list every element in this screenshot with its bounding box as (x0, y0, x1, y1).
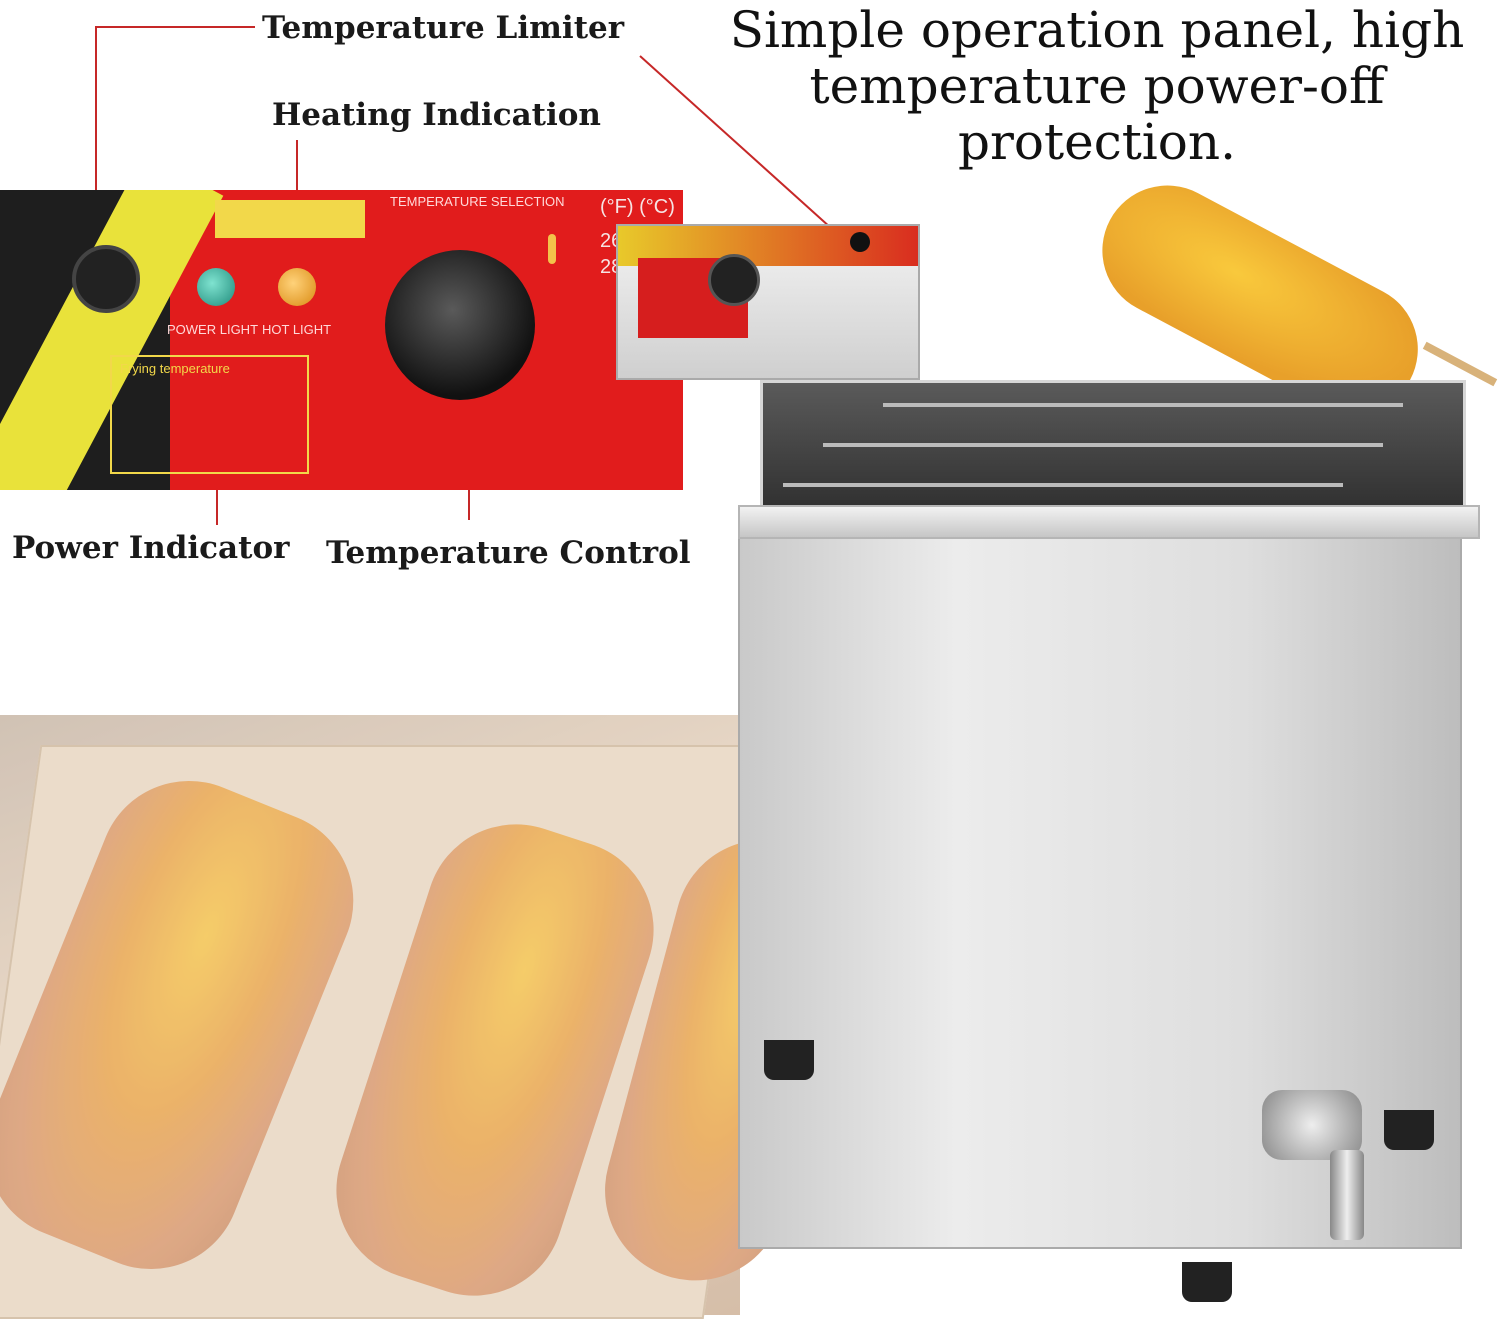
skewer-rack-3 (783, 483, 1343, 487)
headline: Simple operation panel, high temperature… (712, 2, 1482, 170)
skewer-rack-2 (823, 443, 1383, 447)
frying-temperature-table: Frying temperature (110, 355, 309, 474)
power-light-label: POWER LIGHT (167, 322, 259, 337)
temperature-unit-header: (°F) (°C) (600, 196, 675, 218)
fryer-limiter-knob[interactable] (850, 232, 870, 252)
frying-temperature-title: Frying temperature (120, 361, 230, 376)
leader-line-limiter-v (95, 26, 97, 256)
temperature-selection-title: TEMPERATURE SELECTION (390, 194, 565, 209)
temperature-control-label: Temperature Control (326, 535, 691, 571)
temperature-limiter-knob[interactable] (72, 245, 140, 313)
fryer-control-box (616, 224, 920, 380)
warning-sticker (215, 200, 365, 238)
drain-tap[interactable] (1262, 1090, 1362, 1160)
heating-indication-label: Heating Indication (272, 97, 601, 133)
headline-line-1: Simple operation panel, high (729, 1, 1465, 59)
headline-line-2: temperature power-off (809, 57, 1385, 115)
fryer-oil-tank (760, 380, 1466, 526)
fryer-foot-front (1182, 1262, 1232, 1302)
control-panel-closeup: TEMPERATURE SELECTION (°F) (°C) 266 130 … (0, 190, 683, 490)
power-light-lamp (197, 268, 235, 306)
headline-line-3: protection. (958, 113, 1236, 171)
temperature-control-knob[interactable] (385, 250, 535, 400)
hot-light-lamp (278, 268, 316, 306)
food-tray-photo (0, 715, 876, 1320)
fryer-rim (738, 505, 1480, 539)
fryer-foot-left (764, 1040, 814, 1080)
skewer-rack-1 (883, 403, 1403, 407)
hot-light-label: HOT LIGHT (262, 322, 332, 337)
leader-line-limiter-h (95, 26, 255, 28)
temperature-limiter-label: Temperature Limiter (262, 10, 625, 46)
thermometer-icon (548, 234, 556, 264)
fryer-foot-right (1384, 1110, 1434, 1150)
fryer-temperature-knob[interactable] (708, 254, 760, 306)
power-indicator-label: Power Indicator (12, 530, 290, 566)
drain-tap-spout (1330, 1150, 1364, 1240)
